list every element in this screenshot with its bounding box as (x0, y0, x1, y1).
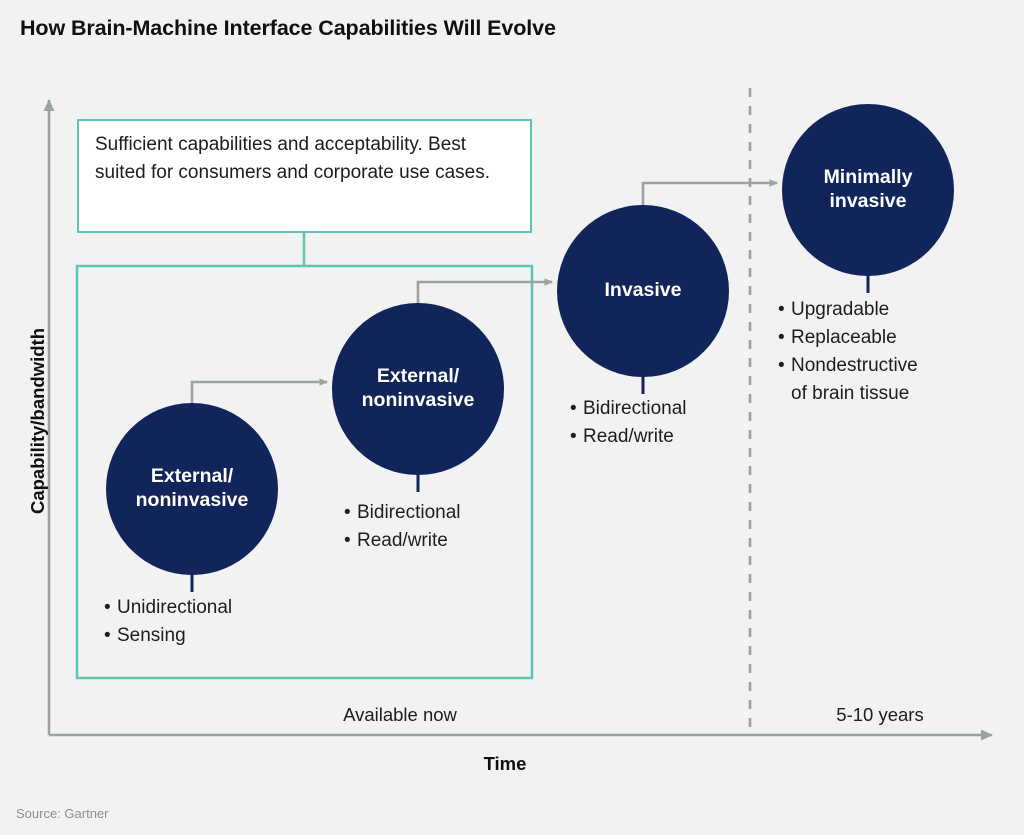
node-label: External/ noninvasive (362, 365, 475, 413)
y-axis-label: Capability/bandwidth (27, 327, 48, 515)
bullet-dot-icon: • (778, 327, 785, 348)
page-title: How Brain-Machine Interface Capabilities… (20, 16, 556, 40)
bullet-dot-icon: • (778, 355, 785, 376)
node-label-line: noninvasive (361, 389, 475, 411)
bullet-text: Read/write (357, 530, 448, 551)
node-label-line: Invasive (604, 279, 682, 302)
node-circle-invasive[interactable]: Invasive (557, 205, 729, 377)
node-bullets-2: • Bidirectional • Read/write (344, 499, 461, 555)
list-item: • Sensing (104, 622, 232, 650)
list-item: • Upgradable (778, 296, 918, 324)
bullet-text: Nondestructive (791, 355, 918, 376)
node-circle-external-noninvasive-1[interactable]: External/ noninvasive (106, 403, 278, 575)
bullet-dot-icon: • (570, 398, 577, 419)
x-axis-label: Time (483, 753, 527, 774)
node-label-line: invasive (829, 190, 907, 212)
bullet-dot-icon: • (344, 502, 351, 523)
bullet-text: Sensing (117, 625, 186, 646)
node-label-line: External/ (150, 465, 234, 488)
node-label: External/ noninvasive (136, 465, 249, 513)
source-note: Source: Gartner (16, 806, 109, 821)
node-bullets-1: • Unidirectional • Sensing (104, 594, 232, 650)
node-bullets-4: • Upgradable • Replaceable • Nondestructive… (778, 296, 918, 408)
bullet-text: Upgradable (791, 299, 890, 320)
node-label-line: Minimally (823, 166, 913, 189)
node-label-line: noninvasive (135, 489, 249, 511)
callout-box: Sufficient capabilities and acceptabilit… (77, 119, 532, 233)
x-tick-label-available-now: Available now (343, 704, 457, 725)
bullet-text: Bidirectional (583, 398, 687, 419)
node-label: Invasive (605, 279, 682, 303)
bullet-dot-icon: • (104, 625, 111, 646)
bullet-dot-icon: • (104, 597, 111, 618)
callout-text: Sufficient capabilities and acceptabilit… (95, 134, 490, 183)
list-item: • Unidirectional (104, 594, 232, 622)
bullet-text: Bidirectional (357, 502, 461, 523)
bullet-text: Unidirectional (117, 597, 233, 618)
list-item: • Bidirectional (344, 499, 461, 527)
node-circle-minimally-invasive[interactable]: Minimally invasive (782, 104, 954, 276)
node-circle-external-noninvasive-2[interactable]: External/ noninvasive (332, 303, 504, 475)
x-tick-label-5-10-years: 5-10 years (836, 704, 924, 725)
bullet-text: Read/write (583, 426, 674, 447)
node-bullets-3: • Bidirectional • Read/write (570, 395, 687, 451)
list-item: • Replaceable (778, 324, 918, 352)
bullet-text: Replaceable (791, 327, 897, 348)
node-label: Minimally invasive (824, 166, 913, 214)
list-item: • Bidirectional (570, 395, 687, 423)
list-item: • Read/write (344, 527, 461, 555)
bullet-dot-icon: • (778, 299, 785, 320)
node-label-line: External/ (376, 365, 460, 388)
bullet-text-continuation: of brain tissue (791, 383, 910, 404)
list-item: • Read/write (570, 423, 687, 451)
bullet-dot-icon: • (344, 530, 351, 551)
bullet-dot-icon: • (570, 426, 577, 447)
list-item: • Nondestructive (778, 352, 918, 380)
